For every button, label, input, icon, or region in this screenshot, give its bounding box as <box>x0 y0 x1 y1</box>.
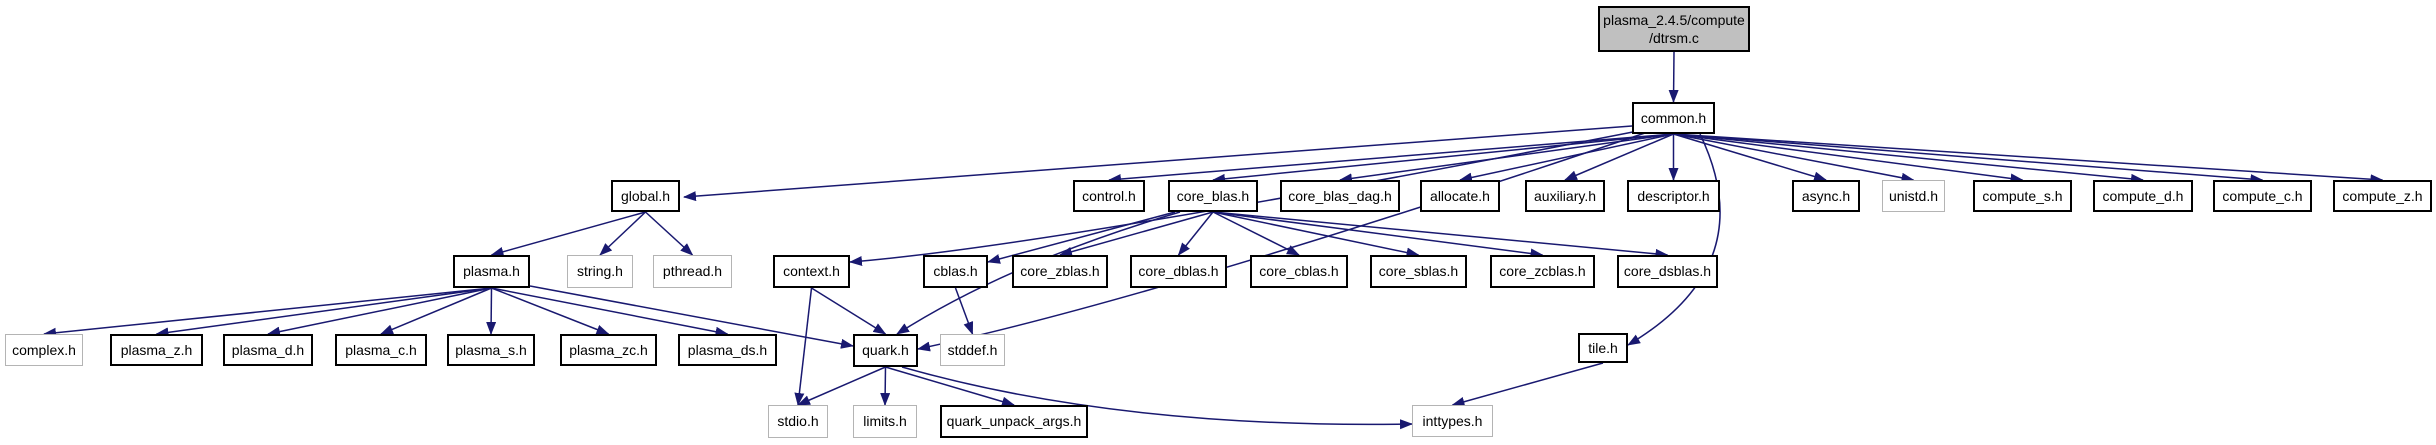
edge-plasma-plasma_z <box>155 287 492 338</box>
edge-common-compute_c <box>1673 133 2264 185</box>
node-context[interactable]: context.h <box>773 255 850 288</box>
edge-quark-limits <box>880 366 891 406</box>
node-plasma[interactable]: plasma.h <box>453 255 530 288</box>
edge-core_blas-core_sblas <box>1212 211 1420 258</box>
edge-common-unistd <box>1673 133 1915 183</box>
edge-plasma-plasma_ds <box>491 287 729 337</box>
edge-core_blas-core_zcblas <box>1212 211 1544 259</box>
node-compute_c[interactable]: compute_c.h <box>2213 180 2312 212</box>
edge-common-async <box>1673 133 1827 182</box>
edge-global-string <box>599 211 647 256</box>
node-auxiliary[interactable]: auxiliary.h <box>1525 180 1605 212</box>
edge-plasma-complex <box>43 287 492 338</box>
node-plasma_s[interactable]: plasma_s.h <box>447 334 535 366</box>
edge-tile-inttypes <box>1451 362 1604 407</box>
edge-common-allocate <box>1459 133 1674 183</box>
node-core_zblas[interactable]: core_zblas.h <box>1012 255 1108 288</box>
edge-core_blas-cblas <box>987 211 1176 264</box>
edge-cblas-stddef <box>954 287 974 335</box>
node-limits: limits.h <box>853 405 917 438</box>
node-core_dblas[interactable]: core_dblas.h <box>1130 255 1227 288</box>
node-pthread: pthread.h <box>653 255 732 288</box>
node-plasma_c[interactable]: plasma_c.h <box>335 334 427 366</box>
edge-plasma-quark <box>529 285 854 349</box>
node-stddef: stddef.h <box>940 334 1005 366</box>
node-tile[interactable]: tile.h <box>1578 333 1628 363</box>
node-async[interactable]: async.h <box>1792 180 1860 212</box>
edge-common-core_blas <box>1212 133 1674 184</box>
node-core_blas_dag[interactable]: core_blas_dag.h <box>1280 180 1400 212</box>
edge-common-compute_d <box>1673 133 2144 184</box>
edge-context-stdio <box>794 287 813 406</box>
edge-dtrsm-common <box>1668 51 1679 103</box>
node-core_cblas[interactable]: core_cblas.h <box>1250 255 1348 288</box>
node-compute_d[interactable]: compute_d.h <box>2093 180 2193 212</box>
node-quark_unpack_args[interactable]: quark_unpack_args.h <box>940 405 1088 438</box>
edge-plasma-plasma_s <box>486 287 497 335</box>
node-core_dsblas[interactable]: core_dsblas.h <box>1617 255 1718 288</box>
node-common[interactable]: common.h <box>1632 102 1715 134</box>
edge-common-auxiliary <box>1564 133 1674 181</box>
edge-context-quark <box>811 287 887 335</box>
node-compute_z[interactable]: compute_z.h <box>2333 180 2432 212</box>
node-complex: complex.h <box>5 334 83 366</box>
edge-quark-inttypes <box>901 366 1413 430</box>
edge-common-context <box>849 130 1639 267</box>
node-control[interactable]: control.h <box>1073 180 1145 212</box>
node-unistd: unistd.h <box>1882 180 1945 212</box>
edge-common-compute_z <box>1673 133 2384 185</box>
edge-plasma-plasma_c <box>380 287 492 335</box>
node-core_blas[interactable]: core_blas.h <box>1168 180 1258 212</box>
edge-core_blas-core_dblas <box>1177 211 1214 256</box>
edge-common-global <box>683 125 1633 202</box>
node-stdio: stdio.h <box>768 405 828 438</box>
node-core_zcblas[interactable]: core_zcblas.h <box>1490 255 1595 288</box>
node-compute_s[interactable]: compute_s.h <box>1973 180 2072 212</box>
node-quark[interactable]: quark.h <box>853 334 918 367</box>
node-allocate[interactable]: allocate.h <box>1420 180 1500 212</box>
node-global[interactable]: global.h <box>611 180 680 212</box>
node-dtrsm: plasma_2.4.5/compute /dtrsm.c <box>1598 6 1750 52</box>
node-plasma_z[interactable]: plasma_z.h <box>110 334 203 366</box>
node-cblas[interactable]: cblas.h <box>923 255 988 288</box>
node-core_sblas[interactable]: core_sblas.h <box>1370 255 1467 288</box>
edge-common-tile <box>1627 133 1721 346</box>
edge-core_blas-core_dsblas <box>1212 211 1669 259</box>
node-plasma_zc[interactable]: plasma_zc.h <box>560 334 657 366</box>
edge-global-pthread <box>644 211 694 256</box>
edge-plasma-plasma_zc <box>491 287 610 335</box>
edge-quark-quark_unpack_args <box>885 366 1015 407</box>
edge-common-compute_s <box>1673 133 2024 184</box>
edge-global-plasma <box>490 211 646 257</box>
node-plasma_ds[interactable]: plasma_ds.h <box>678 334 777 366</box>
edge-core_blas-core_cblas <box>1212 211 1300 256</box>
node-string: string.h <box>567 255 633 288</box>
node-descriptor[interactable]: descriptor.h <box>1627 180 1720 212</box>
node-inttypes: inttypes.h <box>1412 405 1493 437</box>
edge-plasma-plasma_d <box>267 287 492 337</box>
edge-core_blas-core_zblas <box>1059 211 1214 257</box>
node-plasma_d[interactable]: plasma_d.h <box>223 334 313 366</box>
edge-quark-stdio <box>797 366 886 406</box>
